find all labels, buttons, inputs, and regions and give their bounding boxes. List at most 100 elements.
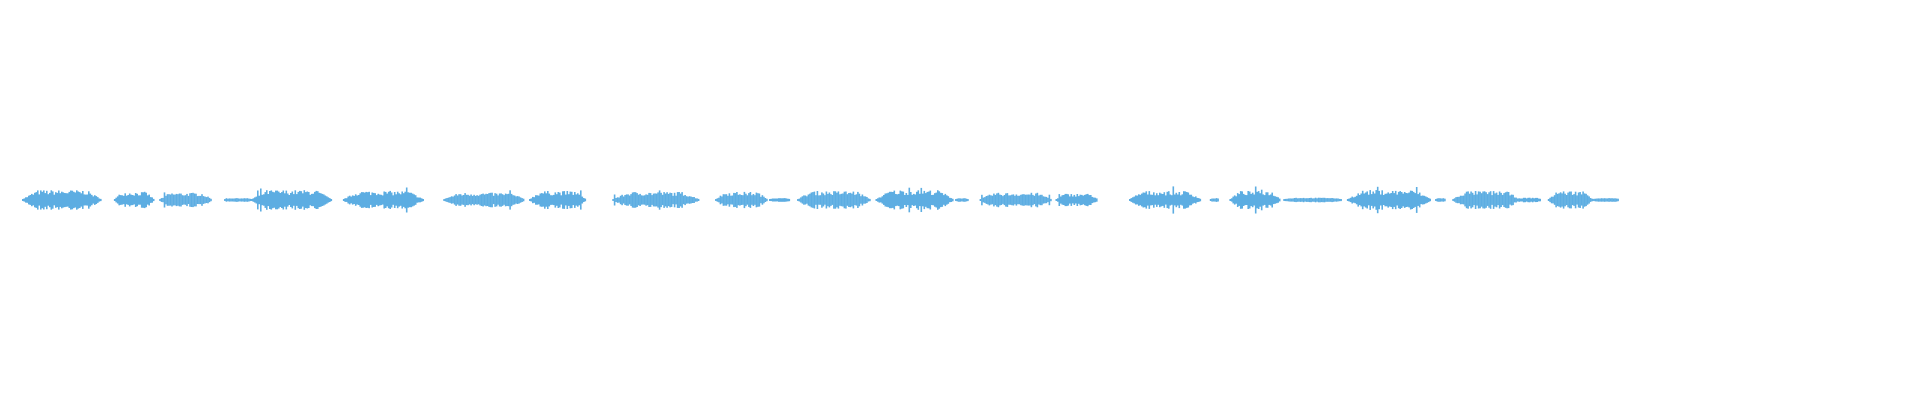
waveform-sample [404, 191, 406, 209]
waveform-sample [952, 198, 954, 202]
waveform-sample [854, 194, 856, 206]
waveform-sample [1459, 195, 1462, 205]
waveform-sample [362, 192, 364, 208]
waveform-sample [1135, 195, 1137, 205]
waveform-sample [522, 198, 525, 202]
waveform-sample [722, 194, 725, 206]
waveform-sample [1148, 191, 1151, 209]
waveform-sample [938, 191, 941, 209]
waveform-sample [1195, 196, 1197, 204]
waveform-sample [44, 193, 47, 207]
waveform-sample [1079, 194, 1082, 206]
waveform-sample [1360, 193, 1362, 207]
waveform-sample [1516, 198, 1519, 202]
waveform-sample [920, 187, 923, 212]
waveform-sample [1528, 197, 1531, 203]
waveform-sample [133, 195, 135, 205]
waveform-sample [190, 193, 193, 207]
waveform-sample [1372, 191, 1374, 209]
waveform-sample [961, 198, 963, 202]
waveform-sample [1352, 197, 1355, 203]
waveform-sample [306, 191, 309, 209]
waveform-sample [825, 191, 828, 209]
waveform-sample [925, 193, 927, 207]
waveform-sample [38, 194, 41, 206]
waveform-sample [1305, 198, 1308, 202]
waveform-sample [660, 192, 662, 208]
waveform-sample [559, 192, 561, 208]
waveform-sample [742, 195, 744, 205]
waveform-sample [467, 194, 469, 206]
waveform-sample [542, 193, 545, 207]
waveform-sample [645, 194, 647, 206]
waveform-sample [1244, 194, 1246, 206]
waveform-sample [272, 191, 274, 209]
waveform-sample [1571, 194, 1574, 206]
waveform-sample [1331, 198, 1333, 203]
waveform-sample [159, 199, 161, 201]
waveform-sample [1412, 191, 1415, 208]
waveform-sample [1308, 198, 1311, 203]
waveform-sample [1283, 199, 1285, 201]
waveform-sample [654, 193, 656, 207]
waveform-sample [1417, 194, 1419, 206]
waveform-sample [363, 192, 366, 208]
waveform-sample [1178, 192, 1181, 209]
waveform-sample [824, 195, 826, 205]
waveform-sample [489, 192, 492, 208]
waveform-sample [444, 198, 447, 202]
waveform-sample [1486, 194, 1489, 206]
waveform-sample [1364, 192, 1367, 208]
waveform-sample [1456, 196, 1459, 204]
waveform-sample [142, 192, 144, 208]
waveform-sample [512, 195, 514, 205]
waveform-sample [1453, 198, 1456, 202]
waveform-sample [821, 192, 823, 208]
waveform-sample [71, 190, 74, 210]
waveform-sample [1354, 196, 1356, 204]
waveform-sample [124, 193, 126, 207]
waveform-sample [1184, 191, 1187, 209]
waveform-sample [1605, 198, 1607, 202]
waveform-sample [1314, 197, 1317, 203]
waveform-sample [1461, 195, 1463, 205]
waveform-sample [302, 193, 304, 207]
waveform-sample [1370, 194, 1373, 206]
waveform-sample [1379, 194, 1382, 206]
waveform-sample [1439, 198, 1442, 202]
waveform-sample [919, 193, 921, 207]
waveform-sample [389, 190, 391, 209]
waveform-sample [907, 194, 909, 206]
waveform-sample [1382, 195, 1385, 205]
waveform-sample [278, 191, 280, 209]
waveform-sample [1251, 192, 1254, 208]
waveform-sample [664, 193, 667, 207]
waveform-sample [1442, 198, 1445, 202]
waveform-sample [1617, 198, 1619, 202]
waveform-sample [889, 191, 891, 209]
waveform-sample [627, 194, 629, 206]
waveform-sample [207, 196, 209, 204]
waveform-sample [1492, 191, 1495, 209]
waveform-sample [941, 193, 944, 207]
waveform-segment [1055, 193, 1098, 207]
waveform-sample [49, 192, 51, 208]
waveform-sample [225, 198, 228, 202]
waveform-sample [273, 192, 276, 208]
waveform-sample [168, 194, 170, 206]
waveform-sample [1455, 197, 1457, 203]
waveform-sample [1000, 195, 1003, 205]
waveform-sample [1212, 198, 1215, 202]
waveform-sample [1011, 194, 1013, 206]
waveform-sample [1018, 195, 1021, 205]
waveform-sample [807, 194, 810, 206]
waveform-sample [730, 195, 732, 205]
waveform-sample [1325, 198, 1327, 202]
waveform-sample [1012, 194, 1015, 206]
waveform-sample [477, 195, 480, 205]
waveform-sample [661, 194, 664, 206]
waveform-sample [884, 193, 887, 207]
waveform-sample [464, 193, 466, 207]
waveform-sample [204, 196, 206, 204]
waveform-sample [1269, 194, 1272, 206]
